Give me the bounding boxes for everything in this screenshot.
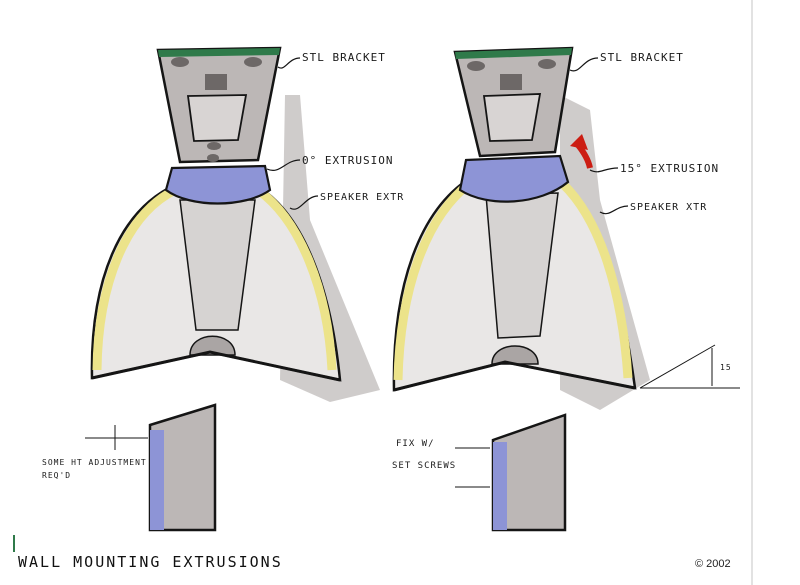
left-extrusion bbox=[164, 164, 272, 205]
label-adjustment-line1: SOME HT ADJUSTMENT bbox=[42, 458, 147, 467]
label-left-bracket: STL BRACKET bbox=[302, 51, 386, 64]
copyright: © 2002 bbox=[695, 558, 731, 570]
sketch-title: WALL MOUNTING EXTRUSIONS bbox=[18, 553, 283, 571]
left-stl-bracket bbox=[156, 46, 282, 164]
leader-lines bbox=[266, 57, 629, 215]
right-speaker-assembly bbox=[392, 46, 740, 532]
left-labels: STL BRACKET 0° EXTRUSION SPEAKER EXTR SO… bbox=[42, 51, 404, 480]
right-speaker-body bbox=[392, 176, 637, 392]
left-speaker-assembly bbox=[85, 46, 380, 532]
label-fix-line2: SET SCREWS bbox=[392, 461, 456, 471]
right-wall-side-view bbox=[455, 413, 567, 532]
label-right-speaker: SPEAKER XTR bbox=[630, 202, 707, 213]
left-wall-side-view bbox=[85, 403, 217, 532]
label-right-bracket: STL BRACKET bbox=[600, 51, 684, 64]
label-adjustment-line2: REQ'D bbox=[42, 471, 71, 480]
left-speaker-body bbox=[90, 183, 342, 382]
right-extrusion bbox=[458, 154, 570, 203]
angle-dimension bbox=[639, 344, 740, 389]
label-dimension: 15 bbox=[720, 363, 732, 372]
right-stl-bracket bbox=[453, 46, 574, 158]
label-fix-line1: FIX W/ bbox=[396, 439, 435, 449]
label-left-extrusion: 0° EXTRUSION bbox=[302, 154, 393, 167]
red-rotation-arrow bbox=[570, 134, 593, 169]
right-labels: STL BRACKET 15° EXTRUSION SPEAKER XTR 15… bbox=[392, 51, 732, 471]
label-left-speaker: SPEAKER EXTR bbox=[320, 192, 404, 203]
label-right-extrusion: 15° EXTRUSION bbox=[620, 162, 719, 175]
